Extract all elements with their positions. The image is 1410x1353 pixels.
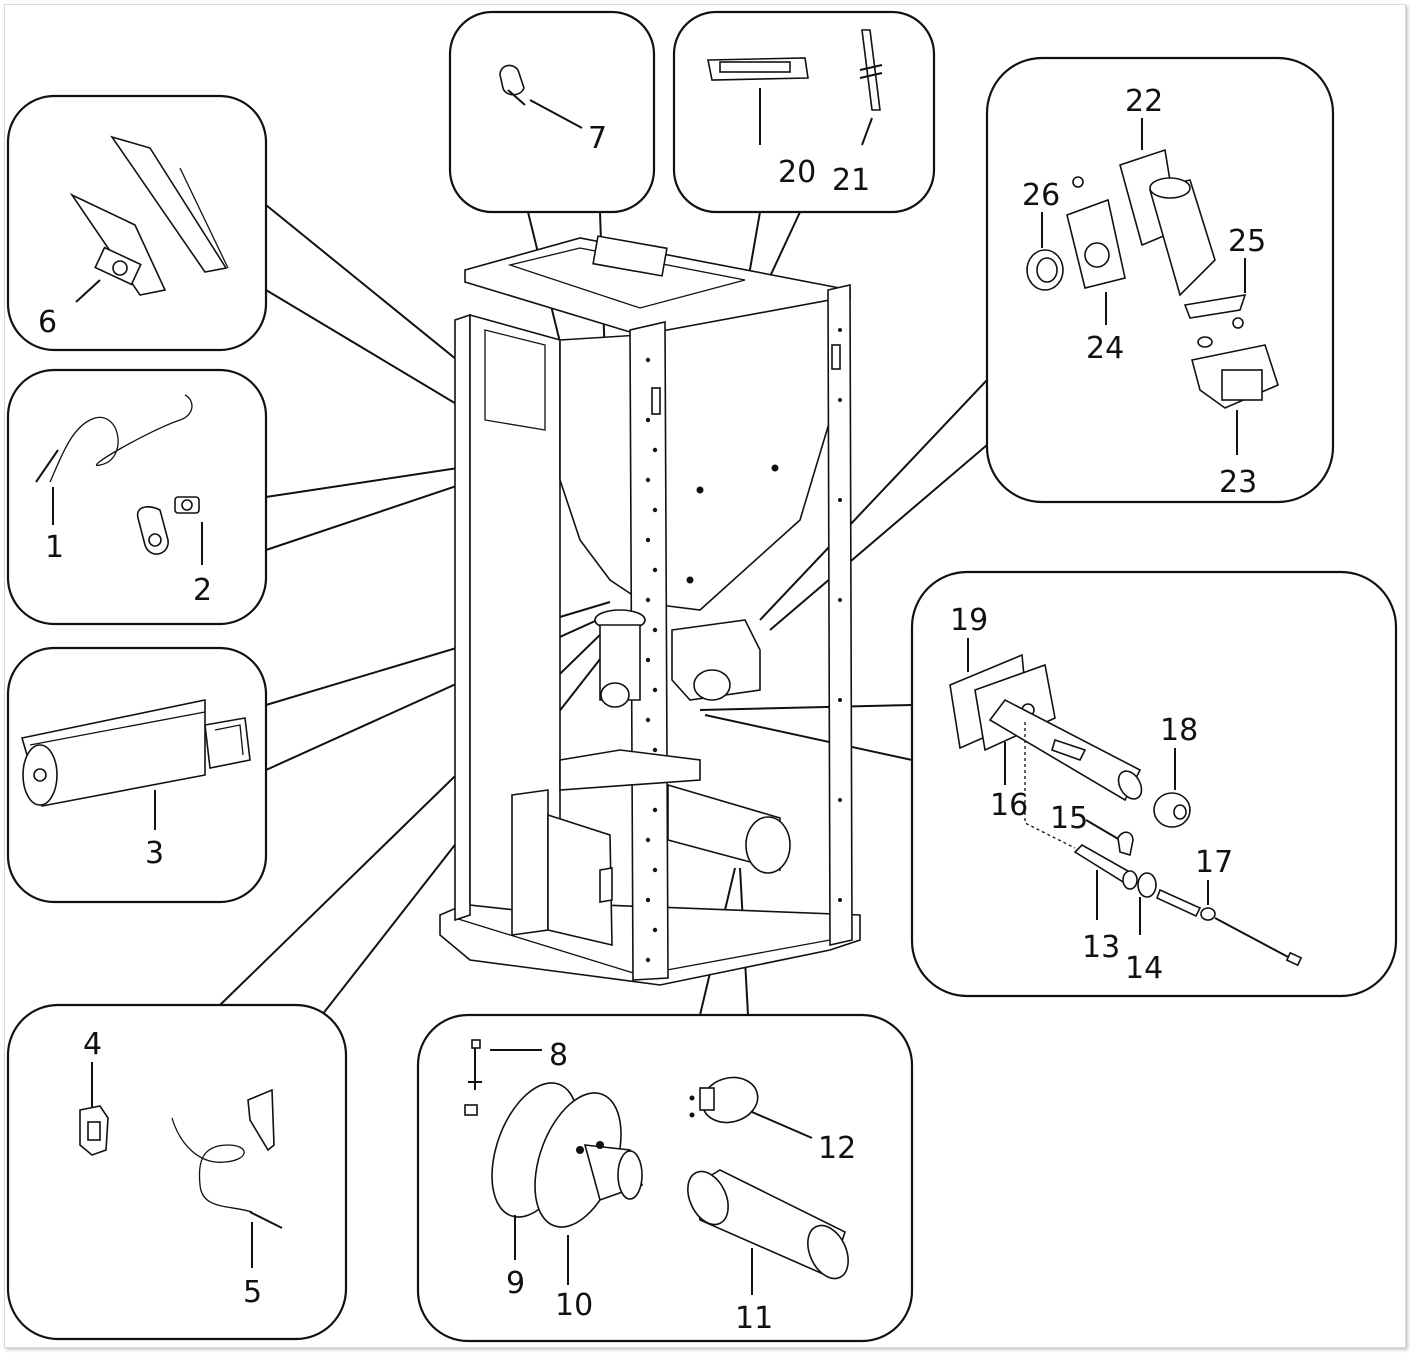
part-label-5: 5 bbox=[243, 1275, 262, 1310]
part-label-16: 16 bbox=[990, 788, 1028, 823]
part-label-14: 14 bbox=[1125, 951, 1163, 986]
column-holes bbox=[645, 357, 658, 963]
part-label-4: 4 bbox=[83, 1027, 102, 1062]
part-label-19: 19 bbox=[950, 603, 988, 638]
callout-box-control-board: 6 bbox=[6, 94, 268, 352]
part-label-26: 26 bbox=[1022, 178, 1060, 213]
part-label-13: 13 bbox=[1082, 930, 1120, 965]
part-label-18: 18 bbox=[1160, 713, 1198, 748]
part-label-15: 15 bbox=[1050, 801, 1088, 836]
part-label-25: 25 bbox=[1228, 224, 1266, 259]
part-label-10: 10 bbox=[555, 1288, 593, 1323]
callout-box-burner: 8 9 10 12 11 bbox=[416, 1013, 914, 1343]
part-label-3: 3 bbox=[145, 836, 164, 871]
part-label-24: 24 bbox=[1086, 331, 1124, 366]
part-label-12: 12 bbox=[818, 1131, 856, 1166]
part-label-11: 11 bbox=[735, 1301, 773, 1336]
part-label-21: 21 bbox=[832, 163, 870, 198]
part-label-17: 17 bbox=[1195, 845, 1233, 880]
part-label-20: 20 bbox=[778, 155, 816, 190]
callout-box-switch-probe: 4 5 bbox=[6, 1003, 348, 1341]
part-label-23: 23 bbox=[1219, 465, 1257, 500]
callout-box-fan: 3 bbox=[6, 646, 268, 904]
part-label-8: 8 bbox=[549, 1038, 568, 1073]
callout-box-sensors: 1 2 bbox=[6, 368, 268, 626]
part-label-22: 22 bbox=[1125, 84, 1163, 119]
part-label-6: 6 bbox=[38, 305, 57, 340]
part-label-9: 9 bbox=[506, 1266, 525, 1301]
part-label-7: 7 bbox=[588, 121, 607, 156]
callout-box-display: 20 21 bbox=[672, 10, 936, 214]
callout-box-igniter: 19 16 18 15 13 14 17 bbox=[910, 570, 1398, 998]
stove-chassis bbox=[439, 235, 861, 986]
callout-box-clip: 7 bbox=[448, 10, 656, 214]
part-label-1: 1 bbox=[45, 530, 64, 565]
callout-box-auger-motor: 22 25 23 24 26 bbox=[985, 56, 1335, 504]
part-label-2: 2 bbox=[193, 573, 212, 608]
